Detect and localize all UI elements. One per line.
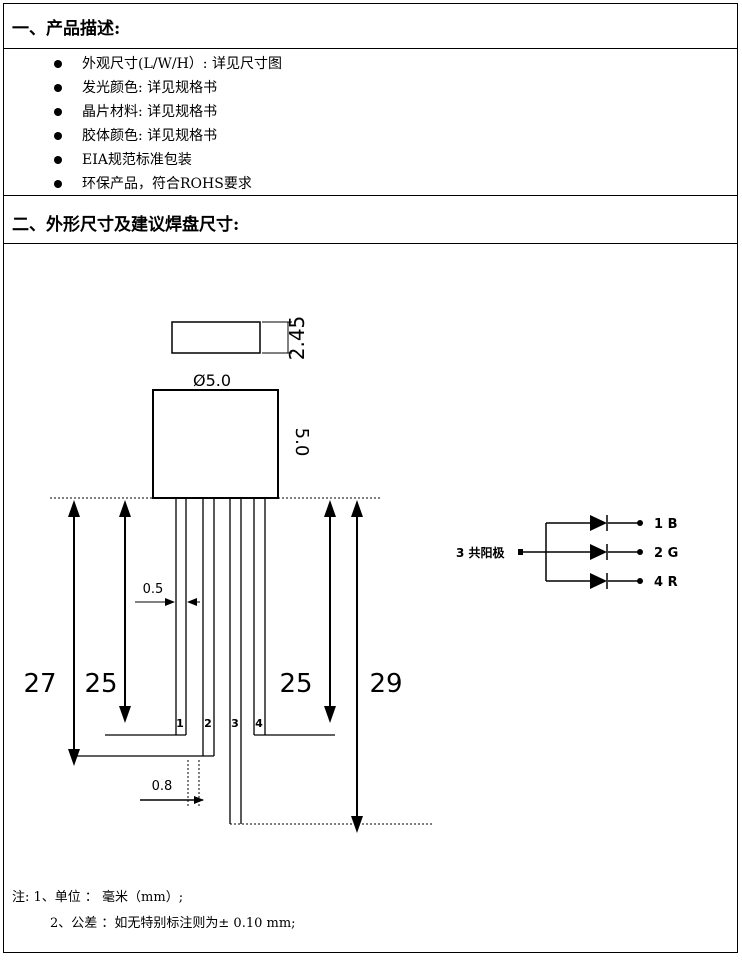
- description-text: 发光颜色: 详见规格书: [82, 80, 218, 96]
- description-item: 外观尺寸(L/W/H）: 详见尺寸图: [50, 52, 282, 76]
- description-item: 胶体颜色: 详见规格书: [50, 124, 282, 148]
- divider: [3, 48, 738, 49]
- description-item: 环保产品，符合ROHS要求: [50, 172, 282, 196]
- note-unit: 注: 1、单位 ： 毫米（mm）;: [12, 890, 184, 905]
- bullet-icon: [54, 180, 62, 188]
- description-text: 环保产品，符合ROHS要求: [82, 176, 252, 192]
- description-text: EIA规范标准包装: [82, 152, 192, 168]
- bullet-icon: [54, 132, 62, 140]
- bullet-icon: [54, 108, 62, 116]
- description-text: 晶片材料: 详见规格书: [82, 104, 218, 120]
- description-item: 发光颜色: 详见规格书: [50, 76, 282, 100]
- divider: [3, 195, 738, 196]
- note-tolerance: 2、公差 ：如无特别标注则为± 0.10 mm;: [50, 916, 296, 931]
- bullet-icon: [54, 84, 62, 92]
- section-2-heading: 二、外形尺寸及建议焊盘尺寸:: [12, 215, 240, 235]
- divider: [3, 243, 738, 244]
- spec-table-frame: [3, 3, 738, 953]
- description-list: 外观尺寸(L/W/H）: 详见尺寸图 发光颜色: 详见规格书 晶片材料: 详见规…: [50, 52, 282, 196]
- bullet-icon: [54, 156, 62, 164]
- description-text: 胶体颜色: 详见规格书: [82, 128, 218, 144]
- description-item: EIA规范标准包装: [50, 148, 282, 172]
- description-item: 晶片材料: 详见规格书: [50, 100, 282, 124]
- section-1-heading: 一、产品描述:: [12, 19, 121, 39]
- bullet-icon: [54, 60, 62, 68]
- description-text: 外观尺寸(L/W/H）: 详见尺寸图: [82, 56, 282, 72]
